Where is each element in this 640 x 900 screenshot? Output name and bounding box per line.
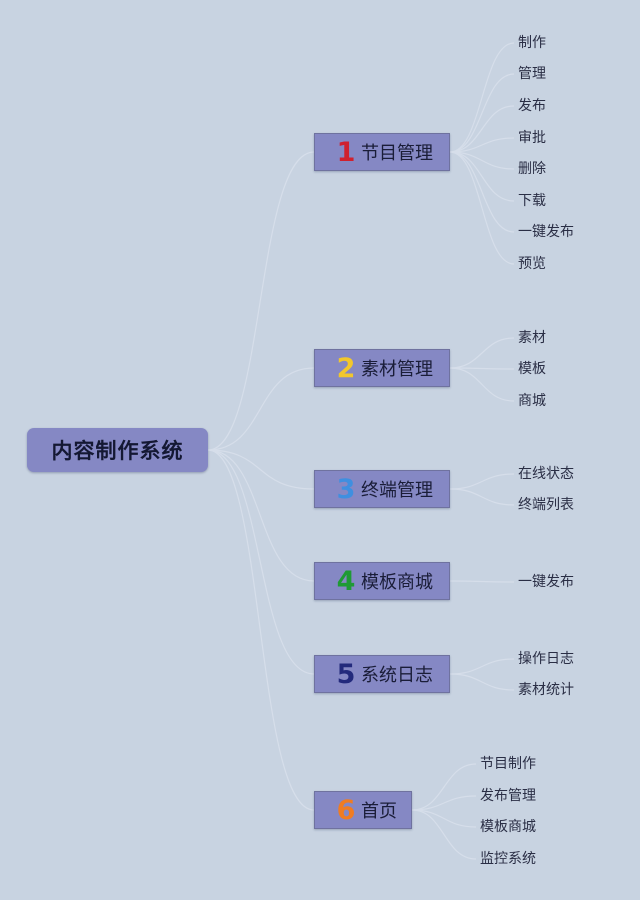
branch-number-1: 1 <box>336 136 356 168</box>
leaf-item[interactable]: 发布管理 <box>480 788 536 804</box>
branch-label-6: 首页 <box>361 801 397 822</box>
leaf-item[interactable]: 制作 <box>518 35 546 51</box>
branch-label-1: 节目管理 <box>361 143 433 164</box>
connector-line <box>207 449 315 582</box>
leaf-item[interactable]: 操作日志 <box>518 651 574 667</box>
branch-number-2: 2 <box>336 352 356 384</box>
connector-line <box>449 580 515 583</box>
leaf-item[interactable]: 商城 <box>518 393 546 409</box>
leaf-item[interactable]: 一键发布 <box>518 224 574 240</box>
leaf-item[interactable]: 终端列表 <box>518 497 574 513</box>
branch-label-2: 素材管理 <box>361 359 433 380</box>
leaf-item[interactable]: 素材 <box>518 330 546 346</box>
leaf-item[interactable]: 监控系统 <box>480 851 536 867</box>
leaf-item[interactable]: 素材统计 <box>518 682 574 698</box>
connector-line <box>449 105 515 153</box>
connector-line <box>449 488 515 506</box>
connector-line <box>411 763 477 811</box>
leaf-item[interactable]: 预览 <box>518 256 546 272</box>
leaf-item[interactable]: 节目制作 <box>480 756 536 772</box>
connector-line <box>207 449 315 675</box>
branch-number-6: 6 <box>336 794 356 826</box>
connector-line <box>449 42 515 153</box>
connector-line <box>449 673 515 691</box>
connector-line <box>411 795 477 811</box>
leaf-item[interactable]: 模板 <box>518 361 546 377</box>
connector-line <box>207 367 315 451</box>
connector-line <box>207 151 315 451</box>
leaf-item[interactable]: 审批 <box>518 130 546 146</box>
connector-line <box>449 367 515 402</box>
connector-line <box>449 73 515 153</box>
branch-node-4[interactable]: 4 模板商城 <box>314 562 450 600</box>
leaf-item[interactable]: 一键发布 <box>518 574 574 590</box>
branch-label-4: 模板商城 <box>361 572 433 593</box>
connector-line <box>207 449 315 811</box>
connector-line <box>449 137 515 153</box>
connector-line <box>449 658 515 675</box>
branch-label-5: 系统日志 <box>361 665 433 686</box>
connector-line <box>411 809 477 860</box>
connector-line <box>449 151 515 170</box>
leaf-item[interactable]: 在线状态 <box>518 466 574 482</box>
connector-line <box>449 473 515 490</box>
leaf-item[interactable]: 发布 <box>518 98 546 114</box>
branch-number-5: 5 <box>336 658 356 690</box>
branch-node-5[interactable]: 5 系统日志 <box>314 655 450 693</box>
root-node[interactable]: 内容制作系统 <box>27 428 208 472</box>
leaf-item[interactable]: 删除 <box>518 161 546 177</box>
connector-line <box>207 449 315 490</box>
branch-node-2[interactable]: 2 素材管理 <box>314 349 450 387</box>
leaf-item[interactable]: 模板商城 <box>480 819 536 835</box>
leaf-item[interactable]: 管理 <box>518 66 546 82</box>
branch-number-4: 4 <box>336 565 356 597</box>
connector-line <box>449 151 515 265</box>
branch-label-3: 终端管理 <box>361 480 433 501</box>
connector-line <box>449 337 515 369</box>
branch-number-3: 3 <box>336 473 356 505</box>
connector-line <box>449 367 515 370</box>
connector-line <box>449 151 515 202</box>
root-node-label: 内容制作系统 <box>51 439 184 463</box>
branch-node-1[interactable]: 1 节目管理 <box>314 133 450 171</box>
leaf-item[interactable]: 下载 <box>518 193 546 209</box>
branch-node-3[interactable]: 3 终端管理 <box>314 470 450 508</box>
connector-line <box>411 809 477 828</box>
branch-node-6[interactable]: 6 首页 <box>314 791 412 829</box>
connector-line <box>449 151 515 233</box>
